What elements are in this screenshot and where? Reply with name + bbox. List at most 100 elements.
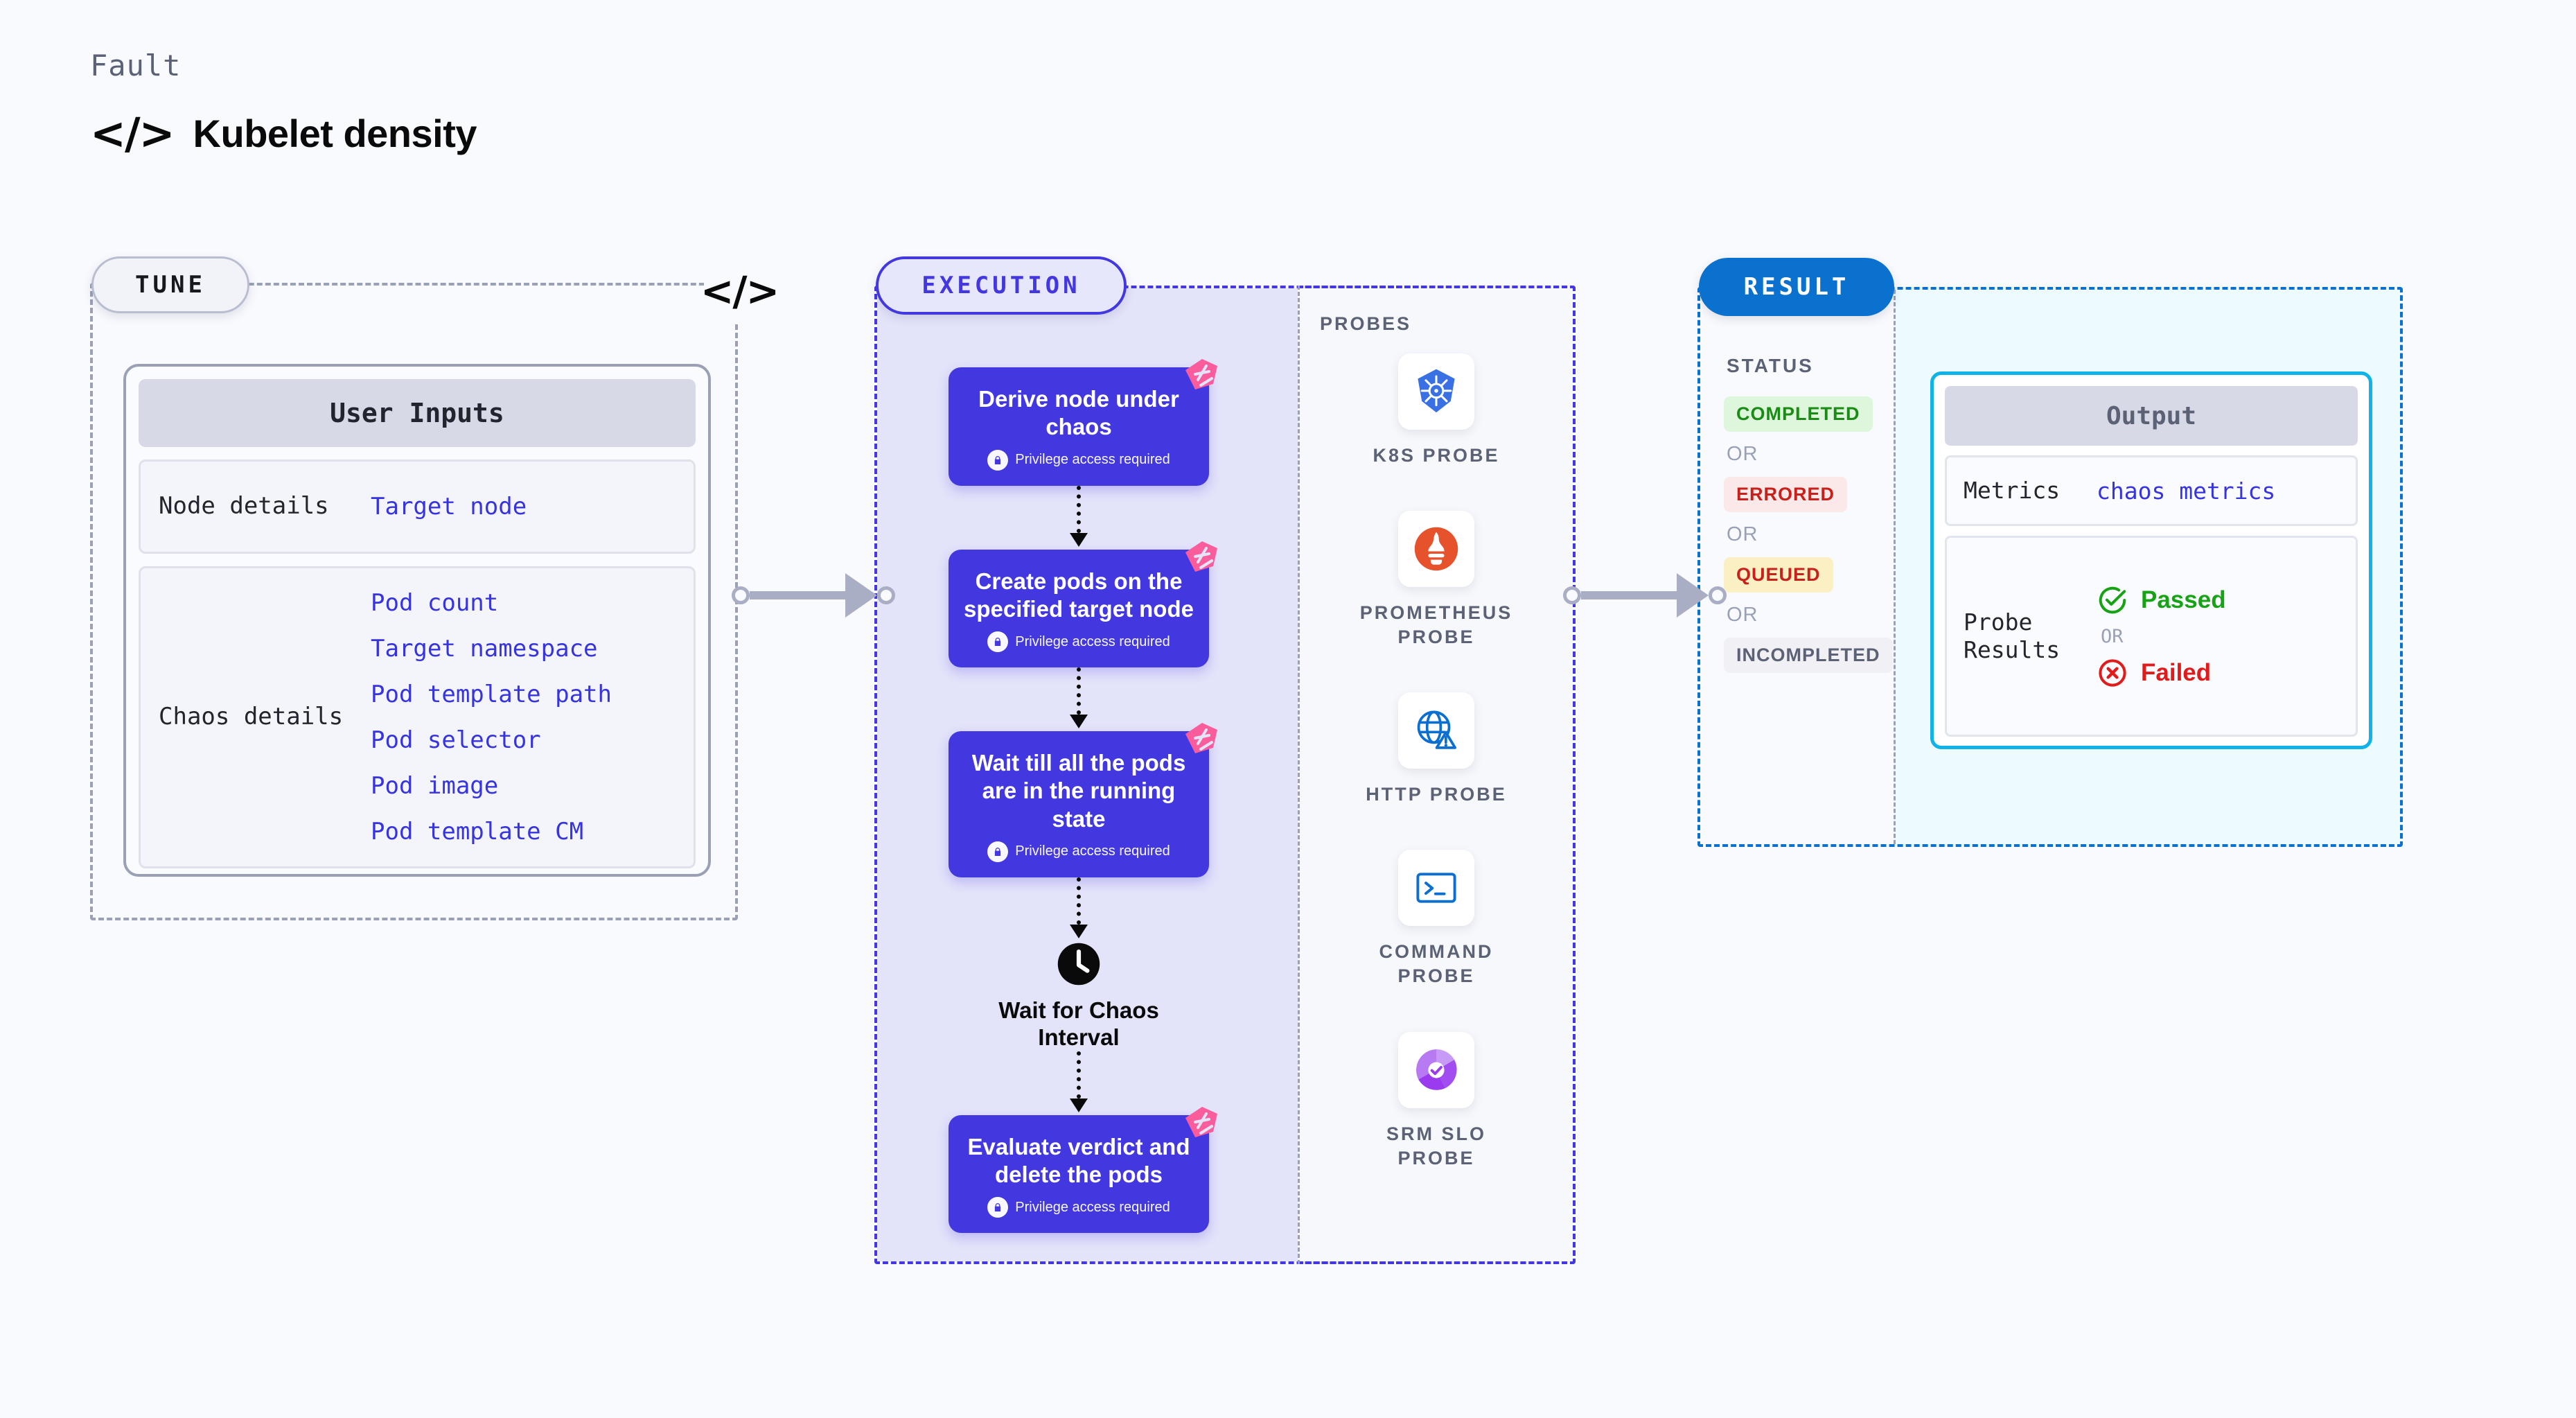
step-title: Derive node under chaos (978, 386, 1179, 440)
page-eyebrow: Fault (90, 49, 182, 82)
x-circle-icon (2099, 658, 2126, 687)
terminal-icon (1398, 850, 1474, 927)
input-target-namespace[interactable]: Target namespace (371, 635, 598, 663)
output-metrics-value[interactable]: chaos metrics (2097, 477, 2276, 505)
arrow-line (1077, 877, 1081, 925)
passed-label: Passed (2141, 586, 2226, 613)
probe-prometheus[interactable]: PROMETHEUS PROBE (1346, 511, 1526, 649)
output-title: Output (1945, 386, 2358, 446)
page-title: Kubelet density (193, 112, 477, 155)
step-privilege-note: Privilege access required (964, 841, 1194, 862)
input-target-node[interactable]: Target node (371, 493, 527, 520)
probes-title: PROBES (1320, 313, 1412, 334)
step-title: Create pods on the specified target node (964, 568, 1194, 622)
privilege-label: Privilege access required (1015, 1199, 1170, 1215)
lock-icon (987, 449, 1009, 471)
arrow-line (1077, 1051, 1081, 1098)
probe-label: PROMETHEUS PROBE (1359, 602, 1513, 648)
privilege-label: Privilege access required (1015, 633, 1170, 649)
status-list: COMPLETED OR ERRORED OR QUEUED OR INCOMP… (1724, 396, 1893, 673)
output-row-metrics: Metrics chaos metrics (1945, 455, 2358, 526)
probe-command[interactable]: COMMAND PROBE (1346, 850, 1526, 988)
output-metrics-label: Metrics (1964, 477, 2061, 505)
wait-for-chaos-interval: Wait for Chaos Interval (949, 941, 1209, 1051)
arrow-tip (1070, 1098, 1088, 1112)
connector-tune-to-execution (732, 573, 895, 618)
probe-result-or: OR (2101, 625, 2124, 647)
connector-line (750, 591, 845, 599)
srm-slo-icon (1398, 1031, 1474, 1108)
clock-icon (1057, 943, 1100, 985)
status-or-2: OR (1727, 523, 1758, 545)
probe-result-passed: Passed (2097, 584, 2226, 616)
probes-divider (1298, 286, 1300, 1264)
chaos-ribbon-icon (1185, 359, 1217, 389)
probe-k8s[interactable]: K8S PROBE (1346, 353, 1526, 468)
wait-label: Wait for Chaos Interval (998, 997, 1159, 1051)
status-badge-errored: ERRORED (1724, 477, 1848, 512)
result-badge[interactable]: RESULT (1699, 258, 1894, 316)
step-connector-arrow (949, 877, 1209, 941)
arrow-tip (1070, 715, 1088, 728)
connector-execution-to-result (1563, 573, 1727, 618)
code-icon: </> (90, 107, 175, 159)
row-label: Node details (159, 492, 329, 520)
probe-label: K8S PROBE (1373, 445, 1500, 466)
input-pod-template-path[interactable]: Pod template path (371, 681, 612, 708)
prometheus-icon (1398, 511, 1474, 588)
chaos-ribbon-icon (1185, 1106, 1217, 1137)
probe-srm-slo[interactable]: SRM SLO PROBE (1346, 1031, 1526, 1171)
chaos-ribbon-icon (1185, 541, 1217, 572)
step-title: Evaluate verdict and delete the pods (967, 1133, 1190, 1188)
user-inputs-row-node-details: Node details Target node (139, 459, 696, 554)
page-title-row: </> Kubelet density (90, 111, 477, 156)
input-pod-selector[interactable]: Pod selector (371, 726, 541, 754)
arrow-line (1077, 485, 1081, 533)
row-label: Chaos details (159, 703, 344, 731)
output-row-probe-results: Probe Results Passed OR Failed (1945, 536, 2358, 737)
status-title: STATUS (1727, 355, 1814, 376)
probe-result-values: Passed OR Failed (2097, 584, 2226, 689)
row-values: Target node (371, 493, 527, 520)
http-globe-icon (1398, 692, 1474, 769)
connector-line (1581, 591, 1677, 599)
lock-icon (987, 1197, 1009, 1218)
connector-end-dot (1709, 586, 1727, 604)
execution-step-create-pods[interactable]: Create pods on the specified target node… (949, 541, 1217, 667)
step-connector-arrow (949, 1051, 1209, 1115)
tune-border-code-icon: </> (700, 258, 779, 324)
privilege-label: Privilege access required (1015, 843, 1170, 859)
input-pod-template-cm[interactable]: Pod template CM (371, 818, 584, 846)
probes-list: K8S PROBE PROMETHEUS PROBE (1336, 353, 1537, 1171)
tune-badge[interactable]: TUNE (91, 256, 249, 313)
execution-step-derive-node[interactable]: Derive node under chaos Privilege access… (949, 359, 1217, 486)
arrow-tip (1070, 532, 1088, 547)
probe-result-failed: Failed (2097, 657, 2226, 689)
check-circle-icon (2099, 586, 2126, 613)
execution-region (874, 286, 1576, 1264)
input-pod-image[interactable]: Pod image (371, 772, 499, 800)
output-probe-results-label: Probe Results (1964, 609, 2061, 663)
step-privilege-note: Privilege access required (964, 631, 1194, 652)
step-privilege-note: Privilege access required (964, 449, 1194, 471)
status-badge-completed: COMPLETED (1724, 396, 1873, 432)
failed-label: Failed (2141, 658, 2212, 686)
lock-icon (987, 841, 1009, 862)
arrow-tip (1070, 924, 1088, 938)
input-pod-count[interactable]: Pod count (371, 589, 499, 617)
chaos-ribbon-icon (1185, 723, 1217, 753)
arrow-line (1077, 667, 1081, 715)
result-divider (1894, 290, 1896, 844)
user-inputs-title: User Inputs (139, 379, 696, 447)
execution-step-wait-running[interactable]: Wait till all the pods are in the runnin… (949, 723, 1217, 877)
status-badge-incompleted: INCOMPLETED (1724, 638, 1893, 673)
step-privilege-note: Privilege access required (964, 1197, 1194, 1218)
probe-http[interactable]: HTTP PROBE (1346, 692, 1526, 807)
execution-step-evaluate-verdict[interactable]: Evaluate verdict and delete the pods Pri… (949, 1106, 1217, 1234)
connector-start-dot (1563, 586, 1581, 604)
connector-end-dot (877, 586, 895, 604)
probe-label: HTTP PROBE (1366, 784, 1507, 805)
status-or-3: OR (1727, 604, 1758, 626)
execution-badge[interactable]: EXECUTION (876, 256, 1127, 315)
